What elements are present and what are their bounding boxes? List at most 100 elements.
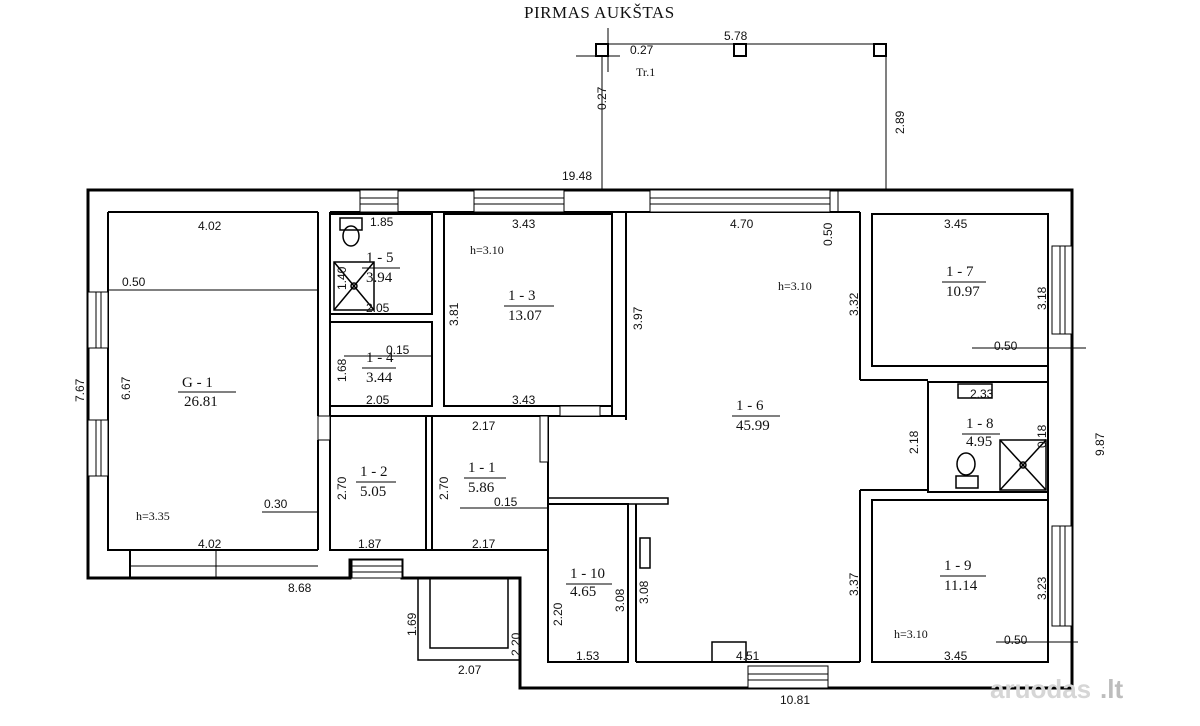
dim-label: 3.43	[512, 393, 536, 407]
room-1-5: 1 - 5 3.94	[362, 250, 400, 286]
dim-label: 3.97	[631, 306, 645, 330]
dim-label: 7.67	[73, 378, 87, 402]
room-height: h=3.35	[136, 509, 170, 523]
dim-label: 3.18	[1035, 286, 1049, 310]
room-1-2: 1 - 2 5.05	[356, 464, 396, 500]
dim-label: 6.67	[119, 376, 133, 400]
room-1-7: 1 - 7 10.97	[942, 264, 986, 300]
watermark-logo: aruodas .lt	[990, 674, 1123, 704]
terrace-label: Tr.1	[636, 65, 655, 79]
dim-label: 9.87	[1093, 432, 1107, 456]
dim-label: 2.17	[472, 537, 496, 551]
shower-icon	[999, 439, 1047, 491]
dim-label: 2.05	[366, 393, 390, 407]
dim-label: 2.17	[472, 419, 496, 433]
dim-label: 0.50	[122, 275, 146, 289]
room-height: h=3.10	[894, 627, 928, 641]
room-area: 5.05	[360, 484, 386, 500]
dim-label: 0.15	[386, 343, 410, 357]
room-id: 1 - 6	[736, 398, 764, 414]
room-1-4: 1 - 4 3.44	[362, 350, 396, 386]
room-height: h=3.10	[778, 279, 812, 293]
dim-label: 0.15	[494, 495, 518, 509]
dim-label: 2.07	[458, 663, 482, 677]
room-area: 5.86	[468, 480, 495, 496]
room-id: 1 - 3	[508, 288, 536, 304]
dimension-lines	[108, 190, 1086, 643]
dim-label: 3.45	[944, 217, 968, 231]
dimension-labels: 0.27 5.78 0.27 2.89 19.48 4.02 1.85 3.43…	[73, 29, 1107, 707]
room-g1: G - 1 26.81 h=3.35	[136, 375, 236, 523]
room-1-1: 1 - 1 5.86	[464, 460, 506, 496]
dim-label: 2.18	[907, 430, 921, 454]
dim-label: 0.50	[821, 222, 835, 246]
dim-label: 1.53	[576, 649, 600, 663]
dim-label: 3.45	[944, 649, 968, 663]
room-id: G - 1	[182, 375, 213, 391]
dim-label: 4.51	[736, 649, 760, 663]
toilet-icon	[955, 452, 979, 489]
dim-label: 2.05	[366, 301, 390, 315]
outer-wall-outline	[86, 188, 1074, 690]
dim-label: 1.87	[358, 537, 382, 551]
watermark-suffix: .lt	[1100, 674, 1123, 704]
dim-label: 3.81	[447, 302, 461, 326]
room-id: 1 - 1	[468, 460, 496, 476]
room-area: 11.14	[944, 578, 978, 594]
room-area: 45.99	[736, 418, 770, 434]
room-area: 4.95	[966, 434, 992, 450]
shower-icon	[333, 261, 375, 311]
dim-label: 3.23	[1035, 576, 1049, 600]
dim-label: 4.70	[730, 217, 754, 231]
room-1-3: 1 - 3 13.07 h=3.10	[470, 243, 554, 324]
room-height: h=3.10	[470, 243, 504, 257]
dim-label: 3.43	[512, 217, 536, 231]
dim-label: 1.69	[405, 612, 419, 636]
room-area: 4.65	[570, 584, 596, 600]
dim-label: 0.30	[264, 497, 288, 511]
dim-label: 0.27	[595, 86, 609, 110]
dim-label: 2.70	[335, 476, 349, 500]
plan-title: PIRMAS AUKŠTAS	[524, 3, 675, 22]
dim-label: 1.40	[335, 266, 349, 290]
terrace	[576, 28, 887, 190]
windows	[87, 189, 1073, 689]
dim-label: 8.68	[288, 581, 312, 595]
dim-label: 3.08	[637, 580, 651, 604]
dim-label: 3.08	[613, 588, 627, 612]
dim-label: 0.18	[1035, 424, 1049, 448]
room-id: 1 - 4	[366, 350, 394, 366]
room-id: 1 - 5	[366, 250, 394, 266]
room-id: 1 - 8	[966, 416, 994, 432]
dim-label: 2.20	[509, 632, 523, 656]
radiator-icon	[639, 537, 651, 569]
room-id: 1 - 9	[944, 558, 972, 574]
radiator-icon	[711, 641, 747, 663]
toilet-icon	[339, 217, 363, 247]
dim-label: 3.37	[847, 572, 861, 596]
room-1-9: 1 - 9 11.14 h=3.10	[894, 558, 986, 641]
dim-label: 4.02	[198, 219, 222, 233]
watermark-text: aruodas	[990, 674, 1091, 704]
fixtures	[333, 217, 1047, 663]
dim-label: 2.20	[551, 602, 565, 626]
dim-label: 3.32	[847, 292, 861, 316]
room-id: 1 - 10	[570, 566, 605, 582]
sink-icon	[957, 383, 993, 399]
room-id: 1 - 2	[360, 464, 388, 480]
dim-label: 0.27	[630, 43, 654, 57]
room-1-10: 1 - 10 4.65	[566, 566, 612, 600]
room-1-8: 1 - 8 4.95	[962, 416, 1000, 450]
dim-label: 2.89	[893, 110, 907, 134]
room-id: 1 - 7	[946, 264, 974, 280]
dim-label: 2.70	[437, 476, 451, 500]
room-area: 10.97	[946, 284, 980, 300]
walls	[86, 188, 1074, 690]
room-area: 3.44	[366, 370, 393, 386]
room-area: 26.81	[184, 394, 218, 410]
dim-label: 0.50	[1004, 633, 1028, 647]
room-labels: G - 1 26.81 h=3.35 1 - 1 5.86 1 - 2 5.05…	[136, 243, 1000, 641]
dim-label: 10.81	[780, 693, 810, 707]
dim-label: 2.33	[970, 387, 994, 401]
